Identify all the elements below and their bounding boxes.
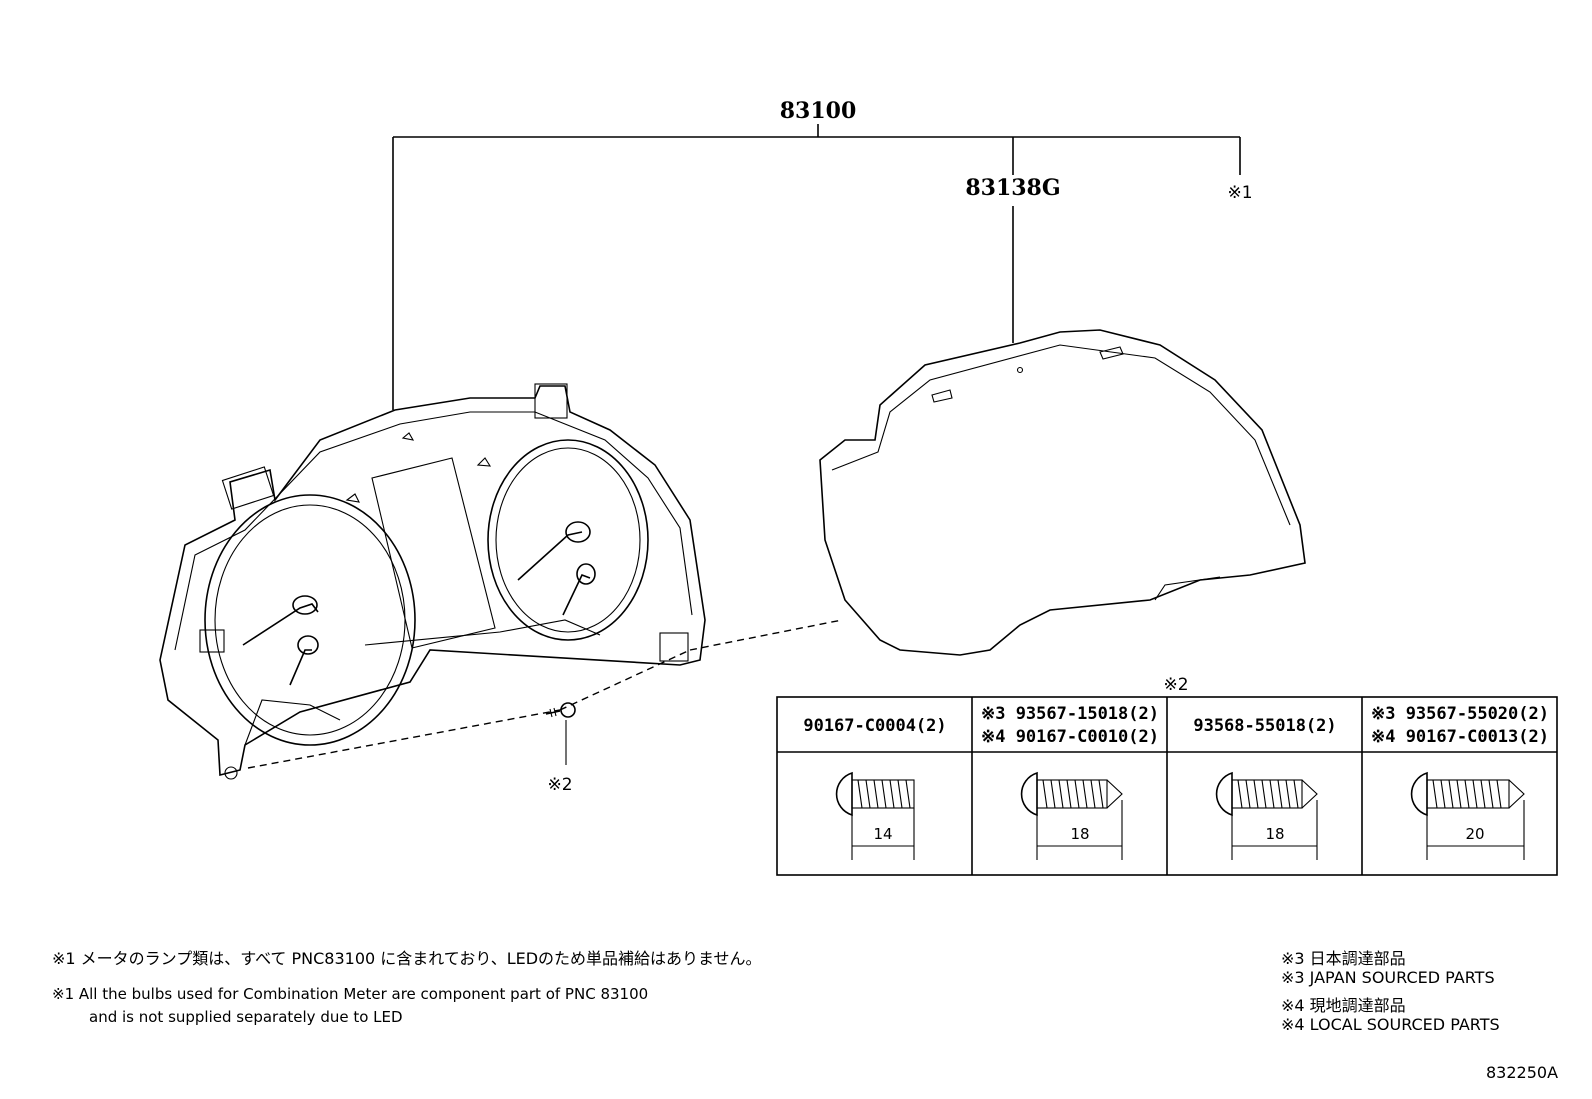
legend-japan-en: ※3 JAPAN SOURCED PARTS [1281,968,1495,987]
combination-meter-illustration [159,383,706,780]
screw-table-cell-1: 90167-C0004(2) [803,716,946,736]
screw-length-3: 18 [1265,825,1284,843]
legend-local-en: ※4 LOCAL SOURCED PARTS [1281,1015,1500,1034]
screw-callout: ※2 [547,775,572,795]
english-bulb-note-line2: and is not supplied separately due to LE… [89,1008,403,1026]
lens-callout: 83138G [965,175,1060,201]
dashed-line-screw-right [689,619,843,651]
screw-length-2: 18 [1070,825,1089,843]
legend-local-jp: ※4 現地調達部品 [1281,996,1406,1015]
legend-japan-jp: ※3 日本調達部品 [1281,949,1406,968]
screw-table-cell-2a: ※3 93567-15018(2) [981,704,1159,724]
screw-drawing-3: 18 [1215,771,1318,860]
figure-code: 832250A [1486,1063,1559,1082]
screw-icon [545,702,576,765]
screw-table-cell-3: 93568-55018(2) [1193,716,1336,736]
dashed-line-screw-left [247,709,561,769]
leader-lines [392,124,1241,410]
bulbs-callout: ※1 [1227,183,1252,203]
screw-table-cell-4a: ※3 93567-55020(2) [1371,704,1549,724]
assembly-callout: 83100 [780,98,857,124]
meter-lens-illustration [819,329,1306,656]
english-bulb-note-line1: ※1 All the bulbs used for Combination Me… [52,985,649,1003]
screw-drawing-4: 20 [1410,771,1525,860]
screw-length-1: 14 [873,825,892,843]
japanese-bulb-note: ※1 メータのランプ類は、すべて PNC83100 に含まれており、LEDのため… [52,949,762,968]
screw-table-cell-2b: ※4 90167-C0010(2) [981,727,1159,747]
screw-length-4: 20 [1465,825,1484,843]
screw-drawing-2: 18 [1020,771,1123,860]
screw-drawing-1: 14 [835,771,915,860]
screw-table-cell-4b: ※4 90167-C0013(2) [1371,727,1549,747]
table-callout: ※2 [1163,675,1188,695]
screw-table: 90167-C0004(2) ※3 93567-15018(2) ※4 9016… [776,696,1558,876]
